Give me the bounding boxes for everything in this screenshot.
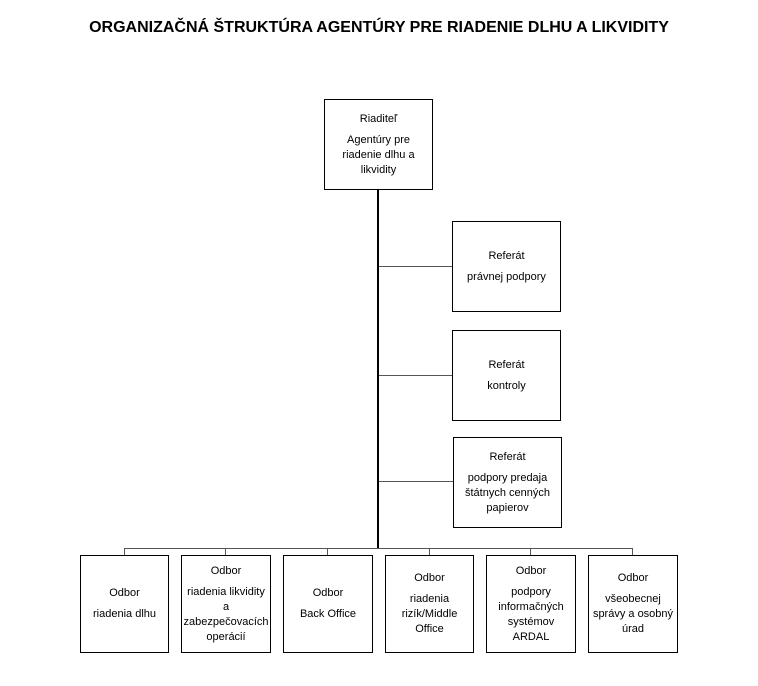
department-box-it: Odbor podpory informačných systémov ARDA… (486, 555, 576, 653)
department-box-admin: Odbor všeobecnej správy a osobný úrad (588, 555, 678, 653)
director-box: Riaditeľ Agentúry pre riadenie dlhu a li… (324, 99, 433, 190)
director-text: Agentúry pre riadenie dlhu a likvidity (342, 133, 415, 176)
department-text: riadenia dlhu (93, 608, 156, 620)
department-box-debt: Odbor riadenia dlhu (80, 555, 169, 653)
department-heading: Odbor (617, 572, 649, 584)
department-text: riadenia rizík/Middle Office (401, 593, 458, 635)
department-text: Back Office (299, 608, 357, 620)
referat-heading: Referát (489, 450, 526, 463)
referat-text: podpory predaja štátnych cenných papiero… (465, 471, 550, 514)
referat-heading: Referát (488, 249, 525, 262)
department-bus-connector (124, 548, 633, 549)
department-box-risk: Odbor riadenia rizík/Middle Office (385, 555, 474, 653)
main-vertical-connector (377, 189, 379, 549)
connector-referat-1 (379, 266, 452, 267)
department-box-liquidity: Odbor riadenia likvidity a zabezpečovací… (181, 555, 271, 653)
referat-heading: Referát (488, 358, 525, 371)
connector-department-6 (632, 548, 633, 555)
referat-box-securities: Referát podpory predaja štátnych cenných… (453, 437, 562, 528)
department-text: podpory informačných systémov ARDAL (498, 585, 564, 643)
department-heading: Odbor (109, 587, 140, 599)
connector-department-5 (530, 548, 531, 555)
referat-box-control: Referát kontroly (452, 330, 561, 421)
referat-text: právnej podpory (467, 270, 546, 283)
connector-department-2 (225, 548, 226, 555)
referat-box-legal: Referát právnej podpory (452, 221, 561, 312)
connector-referat-3 (379, 481, 453, 482)
department-heading: Odbor (210, 564, 242, 577)
connector-department-3 (327, 548, 328, 555)
connector-department-1 (124, 548, 125, 555)
connector-department-4 (429, 548, 430, 555)
department-heading: Odbor (312, 587, 344, 599)
department-box-back-office: Odbor Back Office (283, 555, 373, 653)
chart-title: ORGANIZAČNÁ ŠTRUKTÚRA AGENTÚRY PRE RIADE… (89, 19, 669, 36)
department-text: všeobecnej správy a osobný úrad (592, 593, 674, 635)
director-heading: Riaditeľ (359, 112, 398, 125)
referat-text: kontroly (487, 379, 526, 392)
department-text: riadenia likvidity a zabezpečovacích ope… (183, 585, 269, 643)
department-heading: Odbor (414, 572, 445, 584)
connector-referat-2 (379, 375, 452, 376)
department-heading: Odbor (515, 564, 547, 577)
